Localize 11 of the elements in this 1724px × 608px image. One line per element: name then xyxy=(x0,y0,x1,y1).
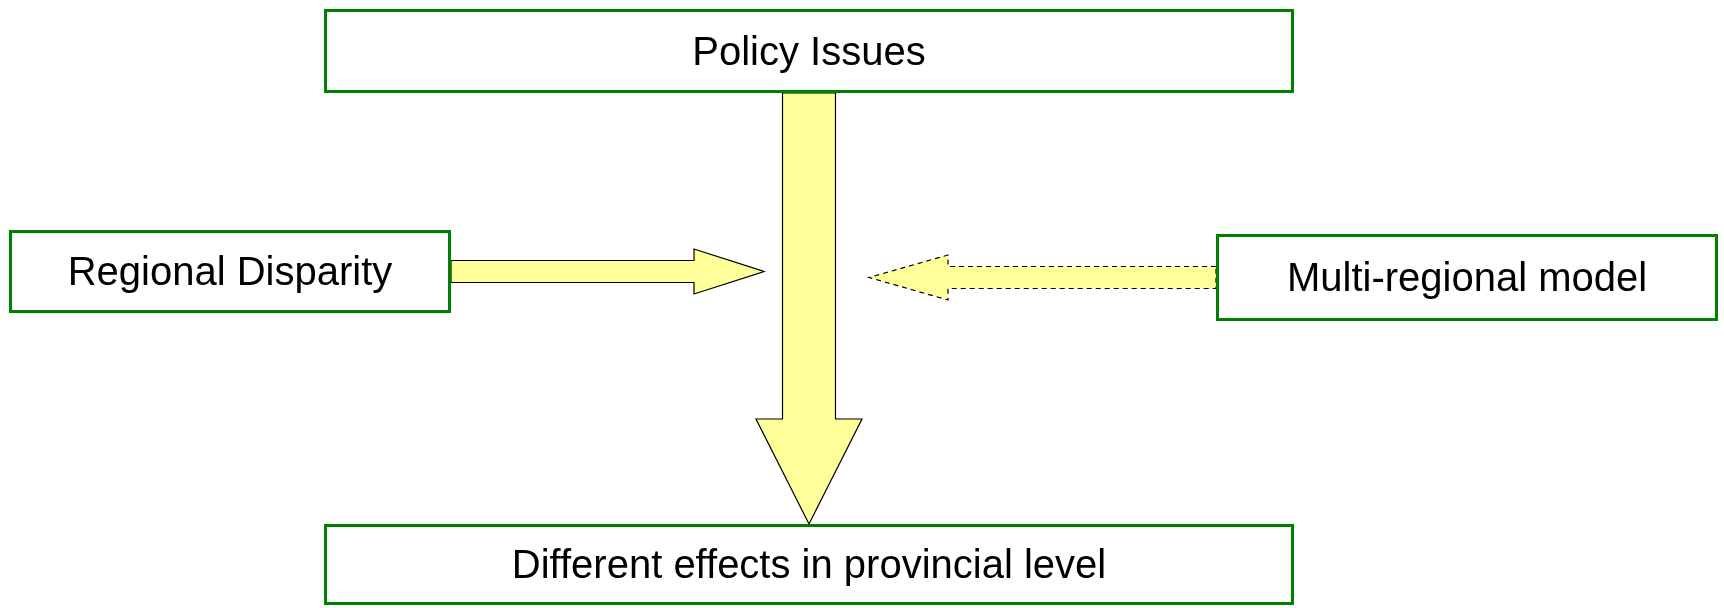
process-box xyxy=(324,524,1294,605)
box-label: Different effects in provincial level xyxy=(511,542,1107,587)
box-label: Policy Issues xyxy=(692,28,926,74)
block-arrow xyxy=(755,92,863,526)
box-label: Multi-regional model xyxy=(1286,255,1648,300)
process-box xyxy=(9,230,451,313)
box-label: Regional Disparity xyxy=(67,249,393,294)
block-arrow xyxy=(450,248,766,295)
block-arrow xyxy=(866,254,1217,301)
process-box xyxy=(324,9,1294,93)
process-box xyxy=(1216,234,1718,321)
